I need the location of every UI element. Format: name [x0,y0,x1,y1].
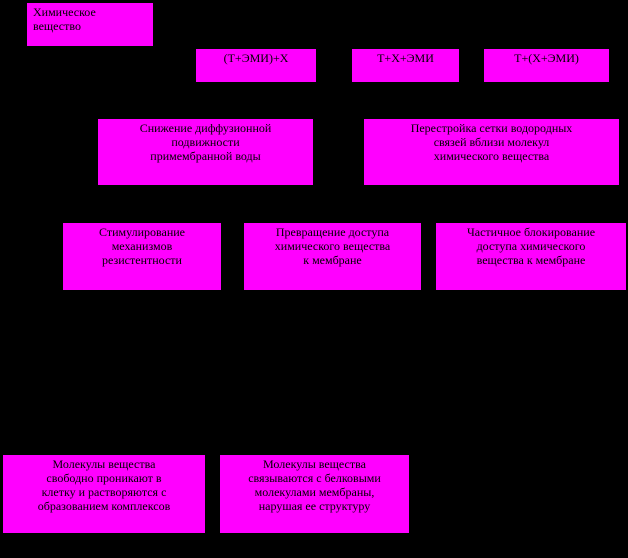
node-label: Стимулирование механизмов резистентности [99,225,185,267]
node-molecules-bind: Молекулы вещества связываются с белковым… [220,455,409,533]
node-label: Превращение доступа химического вещества… [274,225,391,267]
node-partial-blocking: Частичное блокирование доступа химическо… [436,223,626,290]
node-molecules-penetrate: Молекулы вещества свободно проникают в к… [3,455,205,533]
node-label: Частичное блокирование доступа химическо… [466,225,596,267]
node-label: Т+Х+ЭМИ [377,51,434,65]
node-label: Перестройка сетки водородных связей вбли… [410,121,573,163]
node-label: Снижение диффузионной подвижности примем… [139,121,272,163]
node-label: Т+(Х+ЭМИ) [514,51,579,65]
node-combo-t-x-emi: Т+Х+ЭМИ [352,49,459,82]
node-access-transformation: Превращение доступа химического вещества… [244,223,421,290]
node-label: Химическое вещество [33,5,96,33]
node-label: (Т+ЭМИ)+Х [223,51,289,65]
node-label: Молекулы вещества связываются с белковым… [248,457,381,513]
node-label: Молекулы вещества свободно проникают в к… [37,457,171,513]
node-combo-t-emi-x: (Т+ЭМИ)+Х [196,49,316,82]
node-chemical-substance: Химическое вещество [27,3,153,46]
node-resistance-stimulation: Стимулирование механизмов резистентности [63,223,221,290]
node-combo-t-x-emi-grouped: Т+(Х+ЭМИ) [484,49,609,82]
node-diffusion-reduction: Снижение диффузионной подвижности примем… [98,119,313,185]
node-hbond-rearrangement: Перестройка сетки водородных связей вбли… [364,119,619,185]
